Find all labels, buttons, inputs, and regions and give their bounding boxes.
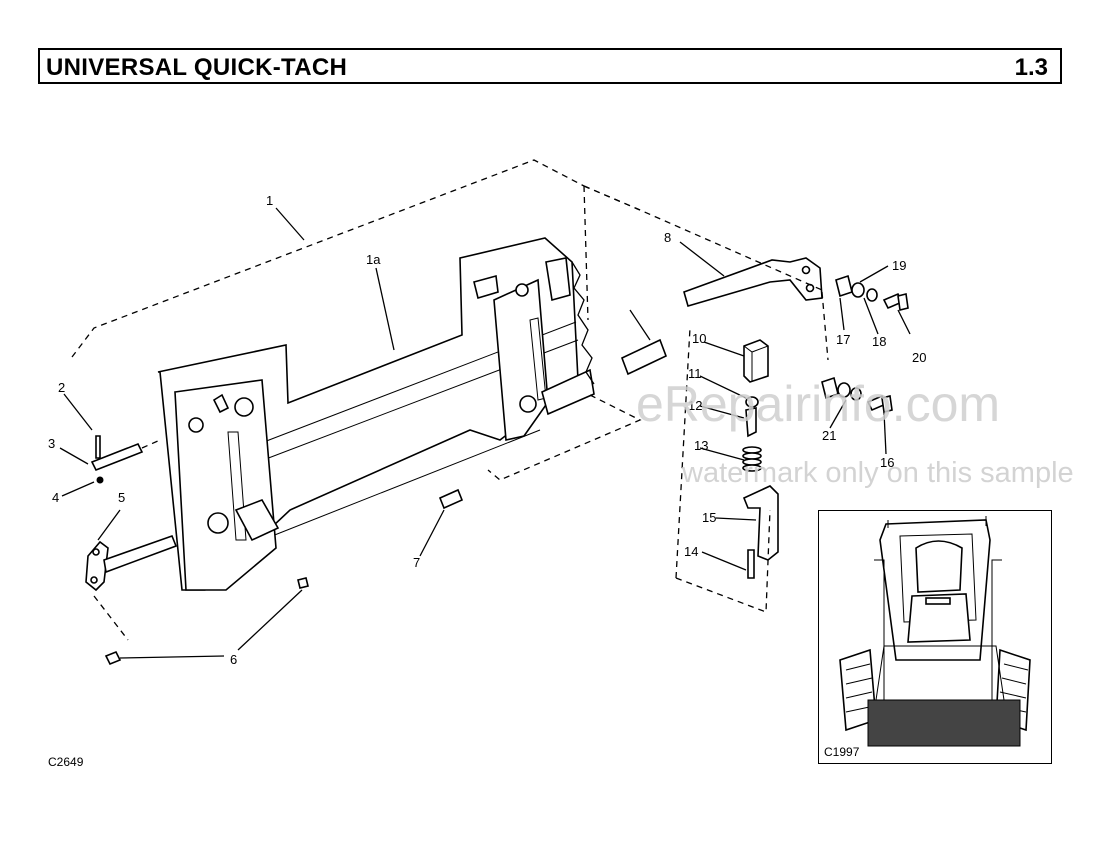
callout-4: 4 [52,490,59,505]
callout-labels: 1 1a 2 3 4 5 6 7 8 10 11 12 13 14 15 16 … [48,193,926,667]
callout-3: 3 [48,436,55,451]
figure-id-main: C2649 [48,755,84,769]
callout-8: 8 [664,230,671,245]
parts-17-20-bushing-set [835,274,909,311]
assembly-outline-1 [71,159,641,358]
quick-tach-frame [157,237,595,591]
part-13-spring [742,446,762,472]
part-6-nut-upper [297,577,309,589]
callout-21: 21 [822,428,836,443]
inset-frame [818,510,1052,764]
inset-loader-illustration [839,516,1031,747]
callout-2: 2 [58,380,65,395]
leader-lines [59,207,911,659]
callout-17: 17 [836,332,850,347]
outline-to-lever [583,185,823,291]
callout-11: 11 [688,366,702,381]
part-6-nut-lower [104,650,122,666]
callout-20: 20 [912,350,926,365]
callout-1: 1 [266,193,273,208]
part-5-handle [85,534,178,592]
callout-13: 13 [694,438,708,453]
part-14-bolt [747,549,755,579]
part-7-fitting [438,488,464,510]
part-3-pin [90,442,144,472]
section-number: 1.3 [1014,54,1048,81]
watermark-site: eRepairinfo.com [636,376,1000,432]
outline-lever-drop [821,291,829,361]
page-header: UNIVERSAL QUICK-TACH 1.3 [38,48,1062,84]
part-12-pin [745,407,757,438]
callout-14: 14 [684,544,698,559]
parts-21-16-bushing-set [821,376,893,413]
callout-16: 16 [880,455,894,470]
callout-1a: 1a [366,252,381,267]
callout-19: 19 [892,258,906,273]
callout-12: 12 [688,398,702,413]
roller-pin [620,338,668,376]
watermark-note: watermark only on this sample [681,457,1074,489]
callout-6: 6 [230,652,237,667]
part-15-wedge [742,485,779,561]
part-8-latch-lever [683,257,823,307]
part-2-bolt [95,435,101,459]
callout-7: 7 [413,555,420,570]
figure-id-inset: C1997 [824,745,860,759]
callout-10: 10 [692,331,706,346]
cutaway-outline [487,394,642,481]
callout-5: 5 [118,490,125,505]
callout-15: 15 [702,510,716,525]
page-title: UNIVERSAL QUICK-TACH [46,54,348,81]
callout-18: 18 [872,334,886,349]
part-4-nut [96,476,104,484]
wedge-outline-left [675,327,691,579]
part-11-nut [745,396,759,408]
